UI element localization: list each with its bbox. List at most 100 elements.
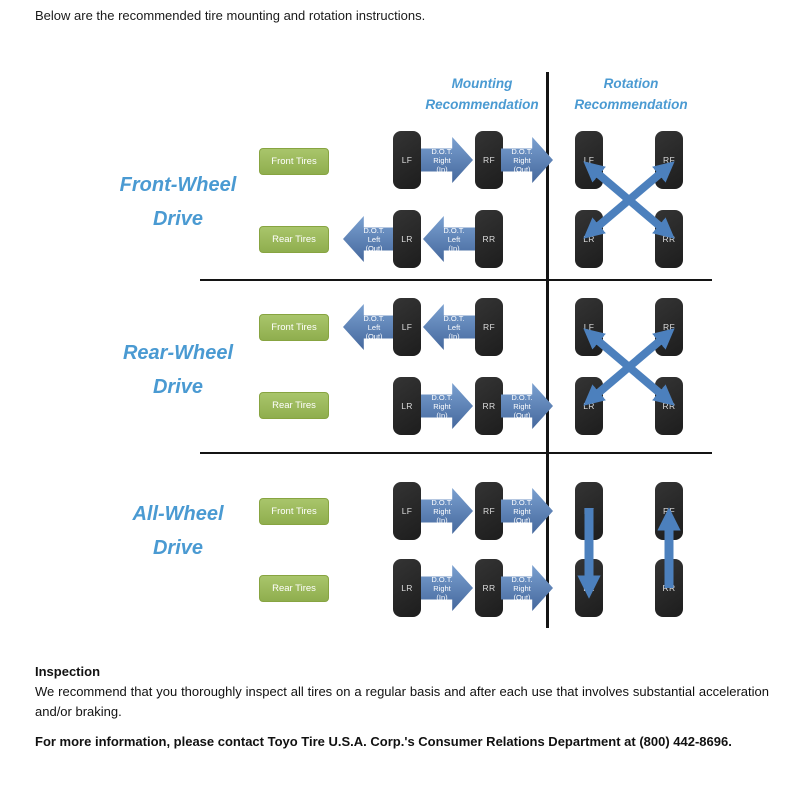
arrow-text-line: D.O.T. (431, 146, 453, 156)
dot-arrow-left-out: D.O.T. Left (Out) (343, 304, 395, 350)
arrow-text-line: (In) (436, 515, 448, 525)
mounting-tire-rf: RF (475, 482, 503, 540)
tire-label: RR (482, 401, 496, 411)
tire-label: RR (482, 234, 496, 244)
inspection-body-text: We recommend that you thoroughly inspect… (35, 684, 769, 719)
row-title-line2: Drive (152, 208, 204, 230)
row-title-line2: Drive (152, 376, 204, 398)
tire-label: LF (401, 506, 413, 516)
arrow-text-line: D.O.T. (363, 225, 385, 235)
dot-arrow-left-in: D.O.T. Left (In) (423, 216, 475, 262)
arrow-text-line: (In) (448, 243, 460, 253)
arrow-text-line: (In) (448, 331, 460, 341)
arrow-text-line: D.O.T. (431, 574, 453, 584)
tire-label: LF (583, 155, 595, 165)
arrow-text-line: D.O.T. (431, 497, 453, 507)
rotation-front-to-rear-arrows (577, 507, 681, 599)
rear-tires-label: Rear Tires (272, 234, 316, 245)
arrow-text: D.O.T. Right (Out) (501, 137, 553, 183)
arrow-text: D.O.T. Right (Out) (501, 565, 553, 611)
mounting-tire-lf: LF (393, 298, 421, 356)
tire-label: LR (401, 234, 413, 244)
mounting-header-line2: Recommendation (425, 97, 539, 112)
arrow-text-line: Left (367, 322, 381, 332)
tire-label: LR (583, 234, 595, 244)
arrow-text-line: D.O.T. (443, 225, 465, 235)
mounting-tire-rr: RR (475, 210, 503, 268)
tire-label: LR (401, 583, 413, 593)
row-title-line2: Drive (152, 537, 204, 559)
mounting-tire-rf: RF (475, 131, 503, 189)
arrow-text: D.O.T. Left (Out) (343, 216, 395, 262)
row-title-line1: Front-Wheel (119, 174, 237, 196)
row-title-line1: All-Wheel (132, 503, 224, 525)
front-tires-label: Front Tires (271, 156, 317, 167)
arrow-text-line: (Out) (513, 592, 531, 602)
arrow-text-line: Left (447, 234, 461, 244)
rotation-cross-arrows (583, 161, 675, 239)
arrow-text-line: Right (513, 401, 531, 411)
mounting-tire-lr: LR (393, 210, 421, 268)
arrow-text-line: Right (513, 583, 531, 593)
dot-arrow-right-in: D.O.T. Right (In) (421, 137, 473, 183)
arrow-text: D.O.T. Left (In) (423, 216, 475, 262)
arrow-text-line: D.O.T. (511, 392, 533, 402)
tire-label: RF (663, 322, 675, 332)
column-divider-line (546, 72, 549, 628)
rotation-cross-arrows (583, 328, 675, 406)
mounting-column-header: Mounting Recommendation (413, 73, 551, 115)
front-tires-badge: Front Tires (259, 498, 329, 525)
rotation-column-header: Rotation Recommendation (566, 73, 696, 115)
rotation-header-line1: Rotation (603, 76, 659, 91)
inspection-heading: Inspection (35, 664, 101, 679)
front-tires-label: Front Tires (271, 506, 317, 517)
arrow-text-line: D.O.T. (511, 146, 533, 156)
arrow-text: D.O.T. Left (In) (423, 304, 475, 350)
mounting-tire-lf: LF (393, 131, 421, 189)
mounting-tire-rr: RR (475, 559, 503, 617)
arrow-text-line: (In) (436, 164, 448, 174)
rear-tires-label: Rear Tires (272, 400, 316, 411)
rear-tires-badge: Rear Tires (259, 392, 329, 419)
front-tires-badge: Front Tires (259, 314, 329, 341)
tire-label: RF (663, 155, 675, 165)
rear-tires-badge: Rear Tires (259, 226, 329, 253)
tire-label: RR (662, 401, 676, 411)
mounting-header-line1: Mounting (451, 76, 513, 91)
arrow-text-line: (Out) (513, 164, 531, 174)
dot-arrow-left-in: D.O.T. Left (In) (423, 304, 475, 350)
dot-arrow-right-in: D.O.T. Right (In) (421, 383, 473, 429)
arrow-text-line: D.O.T. (511, 497, 533, 507)
row-divider-line-1 (200, 279, 712, 281)
arrow-text: D.O.T. Left (Out) (343, 304, 395, 350)
tire-label: LF (583, 322, 595, 332)
arrow-text: D.O.T. Right (In) (421, 383, 473, 429)
dot-arrow-right-out: D.O.T. Right (Out) (501, 383, 553, 429)
arrow-text-line: (In) (436, 592, 448, 602)
arrow-text-line: D.O.T. (363, 313, 385, 323)
mounting-tire-lr: LR (393, 559, 421, 617)
front-tires-badge: Front Tires (259, 148, 329, 175)
arrow-text-line: Right (433, 401, 451, 411)
row-title-all-wheel-drive: All-Wheel Drive (98, 497, 258, 565)
arrow-text-line: Right (433, 155, 451, 165)
dot-arrow-right-out: D.O.T. Right (Out) (501, 565, 553, 611)
tire-label: LR (583, 401, 595, 411)
row-title-rear-wheel-drive: Rear-Wheel Drive (98, 336, 258, 404)
arrow-text-line: Right (513, 506, 531, 516)
mounting-tire-lr: LR (393, 377, 421, 435)
arrow-text-line: (Out) (513, 410, 531, 420)
tire-label: LF (401, 155, 413, 165)
arrow-text-line: Left (367, 234, 381, 244)
tire-label: RR (662, 234, 676, 244)
arrow-text: D.O.T. Right (In) (421, 565, 473, 611)
arrow-text-line: (In) (436, 410, 448, 420)
dot-arrow-right-out: D.O.T. Right (Out) (501, 137, 553, 183)
front-tires-label: Front Tires (271, 322, 317, 333)
mounting-tire-rr: RR (475, 377, 503, 435)
row-title-line1: Rear-Wheel (122, 342, 234, 364)
rear-tires-badge: Rear Tires (259, 575, 329, 602)
arrow-text: D.O.T. Right (Out) (501, 383, 553, 429)
arrow-text-line: Right (433, 583, 451, 593)
